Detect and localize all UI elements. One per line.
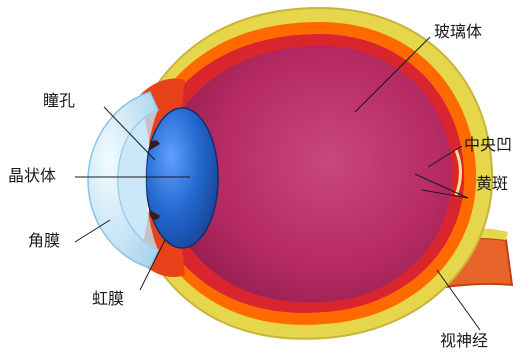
label-cornea: 角膜 [28, 232, 60, 250]
vitreous-body [180, 46, 452, 302]
label-pupil: 瞳孔 [43, 92, 75, 110]
label-lens: 晶状体 [8, 167, 56, 185]
label-fovea: 中央凹 [464, 136, 512, 154]
label-optic-nerve: 视神经 [440, 332, 488, 350]
label-macula: 黄斑 [476, 175, 508, 193]
label-vitreous: 玻璃体 [434, 23, 482, 41]
lens [146, 108, 218, 248]
label-iris: 虹膜 [92, 290, 124, 308]
